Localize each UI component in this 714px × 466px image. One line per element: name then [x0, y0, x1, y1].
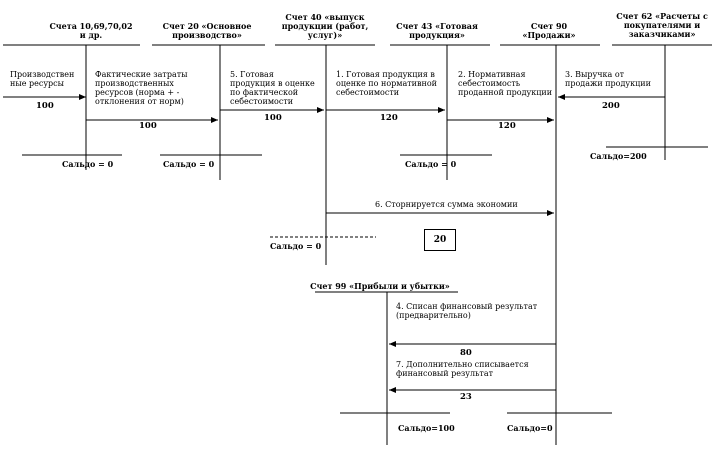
balance-account-40: Сальдо = 0 [270, 241, 322, 251]
economy-amount-box: 20 [424, 229, 456, 251]
note-op4: 4. Списан финансовый результат (предвари… [396, 302, 538, 320]
amount-resources: 100 [36, 101, 54, 111]
note-op6: 6. Сторнируется сумма экономии [375, 200, 518, 209]
header-account-43: Счет 43 «Готовая продукция» [396, 21, 478, 40]
header-accounts-10-69-70-02: Счета 10,69,70,02 и др. [49, 21, 133, 40]
amount-actual-costs: 100 [139, 121, 157, 131]
amount-op4: 80 [460, 348, 472, 358]
header-account-62: Счет 62 «Расчеты с покупателями и заказч… [616, 11, 708, 39]
note-op5: 5. Готовая продукция в оценке по фактиче… [230, 70, 315, 106]
balance-account-20: Сальдо = 0 [163, 159, 215, 169]
amount-op7: 23 [460, 392, 472, 402]
note-op7: 7. Дополнительно списывается финансовый … [396, 360, 529, 378]
amount-op2: 120 [498, 121, 516, 131]
note-op2: 2. Нормативная себестоимость проданной п… [458, 70, 553, 97]
balance-account-99: Сальдо=100 [398, 423, 455, 433]
header-account-99: Счет 99 «Прибыли и убытки» [310, 281, 450, 291]
balance-account-62: Сальдо=200 [590, 151, 647, 161]
note-actual-costs: Фактические затраты производственных рес… [95, 70, 188, 106]
note-production-resources: Производствен ные ресурсы [10, 70, 75, 88]
note-op3: 3. Выручка от продажи продукции [565, 70, 651, 88]
header-account-20: Счет 20 «Основное производство» [162, 21, 252, 40]
note-op1: 1. Готовая продукция в оценке по нормати… [336, 70, 437, 97]
header-account-90: Счет 90 «Продажи» [522, 21, 576, 40]
balance-accounts-10: Сальдо = 0 [62, 159, 114, 169]
balance-account-90: Сальдо=0 [507, 423, 553, 433]
amount-op3: 200 [602, 101, 620, 111]
amount-op5: 100 [264, 113, 282, 123]
amount-op1: 120 [380, 113, 398, 123]
balance-account-43: Сальдо = 0 [405, 159, 457, 169]
header-account-40: Счет 40 «выпуск продукции (работ, услуг)… [281, 12, 369, 40]
